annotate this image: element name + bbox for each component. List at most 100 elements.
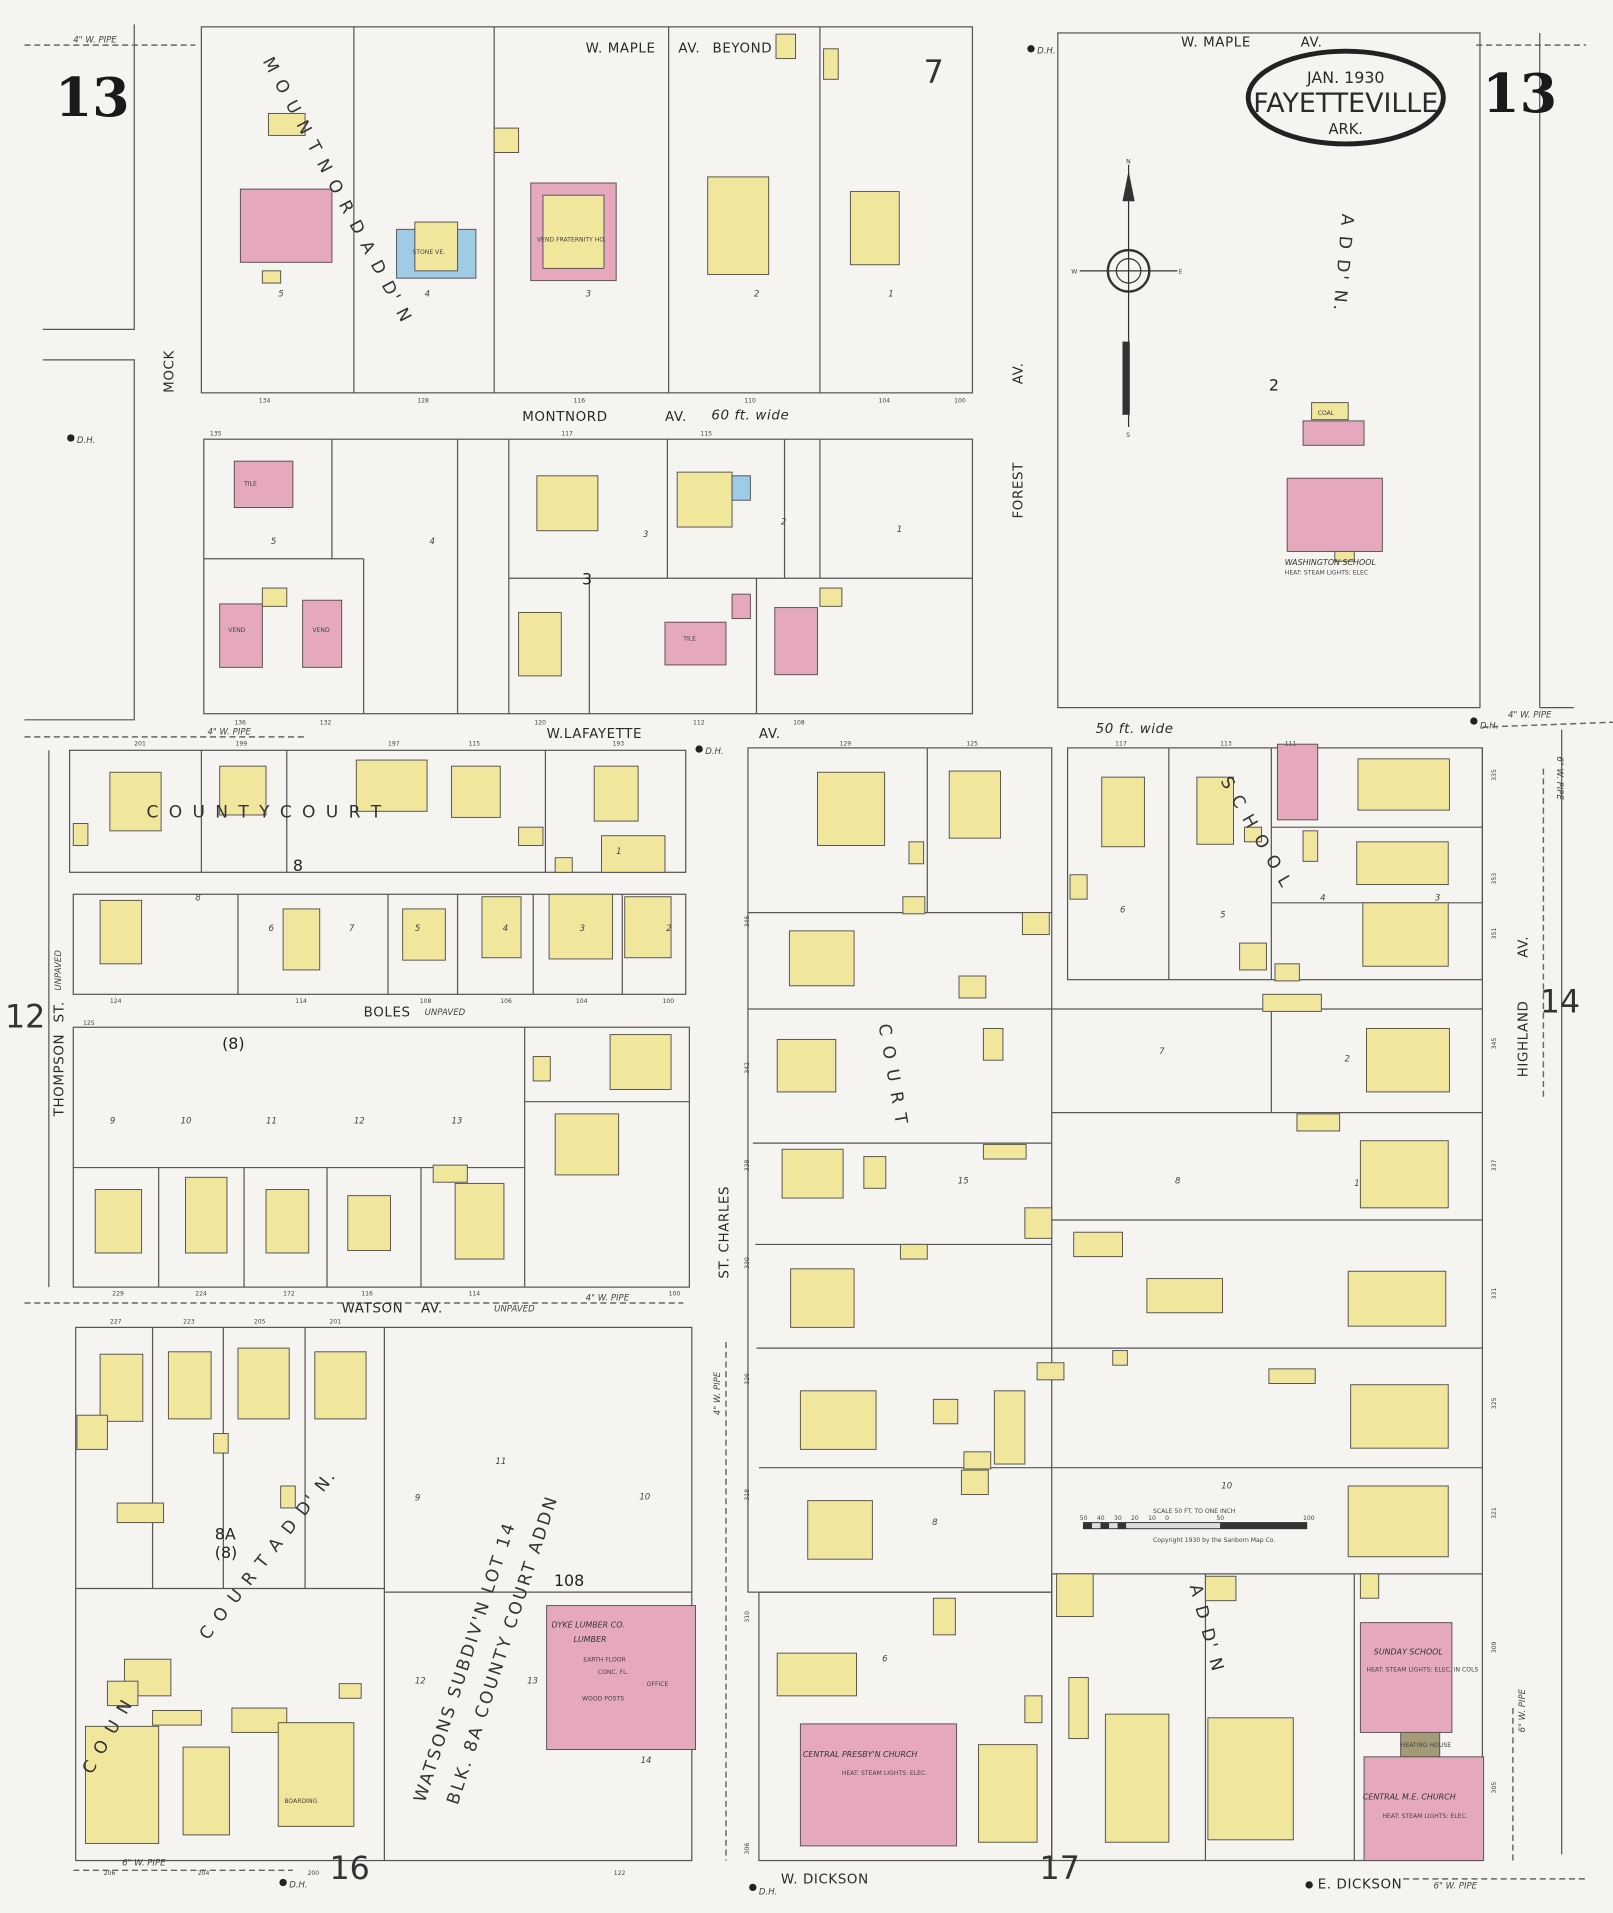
house-number: 200 <box>308 1870 320 1877</box>
dyke-lumber-label: DYKE LUMBER CO. <box>552 1621 625 1630</box>
dyke-conc-fl: CONC. FL. <box>598 1669 629 1676</box>
house-number: 224 <box>195 1291 207 1298</box>
house-number: 111 <box>1285 740 1297 747</box>
frame-building <box>1311 402 1349 421</box>
scale-tick-label: 10 <box>1148 1515 1156 1522</box>
house-number: 112 <box>693 720 705 727</box>
hydrants: D.H. D.H. D.H. D.H. D.H. D.H. <box>67 45 1498 1898</box>
house-number: 115 <box>700 431 712 438</box>
vend-label: VEND <box>228 627 246 634</box>
frame-building <box>536 475 599 532</box>
sheet-number-left: 13 <box>55 66 130 129</box>
lot-number: 11 <box>495 1457 506 1467</box>
house-number: 326 <box>744 1373 751 1385</box>
brick-building <box>1286 477 1383 552</box>
addition-court-2: C O U R T <box>874 1022 912 1128</box>
frame-building <box>1347 1485 1449 1558</box>
street-e-dickson: E. DICKSON <box>1318 1878 1403 1893</box>
adjoining-sheet-left: 12 <box>5 999 45 1035</box>
adjoining-sheet-bottom-right: 17 <box>1040 1851 1080 1887</box>
frame-building <box>1196 776 1234 845</box>
compass-w: W <box>1071 268 1077 275</box>
frame-building <box>116 1502 165 1524</box>
house-number: 199 <box>236 740 248 747</box>
frame-building <box>776 1038 837 1093</box>
frame-building <box>261 270 282 284</box>
pipe-label: 4" W. PIPE <box>73 36 117 46</box>
house-number: 227 <box>110 1319 122 1326</box>
street-boles: BOLES <box>364 1005 411 1020</box>
lot-number: 7 <box>1159 1047 1165 1057</box>
lot-number: 4 <box>503 924 508 934</box>
house-number: 120 <box>534 720 546 727</box>
frame-building <box>152 1709 202 1726</box>
frame-building <box>182 1746 230 1836</box>
adjoining-sheet-top: 7 <box>924 55 944 91</box>
frame-building <box>908 841 925 865</box>
pipe-label: 4" W. PIPE <box>207 727 251 737</box>
methodist-church-label: CENTRAL M.E. CHURCH <box>1363 1793 1456 1802</box>
frame-building <box>1207 1717 1294 1841</box>
lot-number: 13 <box>527 1677 538 1687</box>
frame-building <box>231 1707 288 1733</box>
lot-number: 2 <box>781 518 786 528</box>
frame-building <box>314 1351 367 1420</box>
lot-number: 9 <box>415 1494 420 1504</box>
lot-number: 1 <box>1354 1179 1359 1189</box>
frame-building <box>265 1189 310 1254</box>
frame-building <box>819 587 843 607</box>
presbyterian-church-label: CENTRAL PRESBY'N CHURCH <box>803 1750 918 1759</box>
frame-building <box>1359 1573 1380 1599</box>
frame-building <box>775 33 797 60</box>
brick-building <box>1359 1622 1453 1733</box>
house-number: 113 <box>1220 740 1232 747</box>
scale-tick-label: 0 <box>1165 1515 1169 1522</box>
frame-building <box>94 1189 143 1254</box>
frame-building <box>932 1398 959 1425</box>
lot-number: 15 <box>958 1176 969 1186</box>
street-note: UNPAVED <box>54 950 64 991</box>
street-watson: WATSON <box>342 1302 404 1317</box>
house-number: 104 <box>878 398 890 405</box>
house-number: 125 <box>966 740 978 747</box>
frame-building <box>1024 1207 1053 1239</box>
street-suffix: AV. <box>759 727 781 742</box>
street-w-maple: W. MAPLE <box>1181 35 1251 50</box>
house-number: 201 <box>134 740 146 747</box>
frame-building <box>1069 874 1088 900</box>
brick-building <box>1276 743 1319 821</box>
adjoining-sheet-bottom-left: 16 <box>329 1851 369 1887</box>
house-number: 229 <box>112 1291 124 1298</box>
frame-building <box>1359 1140 1449 1209</box>
house-number: 110 <box>744 398 756 405</box>
frame-building <box>1024 1695 1043 1724</box>
lot-number: 10 <box>1221 1481 1232 1491</box>
house-number: 310 <box>744 1611 751 1623</box>
frame-building <box>781 1148 844 1199</box>
frame-building <box>261 587 288 607</box>
tile-label: TILE <box>682 636 696 643</box>
frame-building <box>454 1182 505 1260</box>
frame-building <box>1357 758 1450 811</box>
house-number: 106 <box>500 998 512 1005</box>
house-number: 104 <box>576 998 588 1005</box>
frame-building <box>823 48 839 80</box>
street-forest: FOREST <box>1011 462 1026 519</box>
frame-building <box>982 1027 1004 1061</box>
brick-building <box>239 188 333 263</box>
boarding-house-label: BOARDING <box>284 1798 317 1805</box>
house-number: 223 <box>183 1319 195 1326</box>
lot-number: 2 <box>666 924 671 934</box>
block-number: 3 <box>582 569 592 588</box>
frame-building <box>554 857 573 873</box>
compass-e: E <box>1179 268 1183 275</box>
street-suffix: AV. <box>678 41 700 56</box>
street-suffix: AV. <box>1517 936 1532 958</box>
frame-building <box>676 471 733 528</box>
frame-building <box>1274 963 1300 982</box>
frame-building <box>402 908 446 961</box>
lot-number: 8 <box>195 893 201 903</box>
